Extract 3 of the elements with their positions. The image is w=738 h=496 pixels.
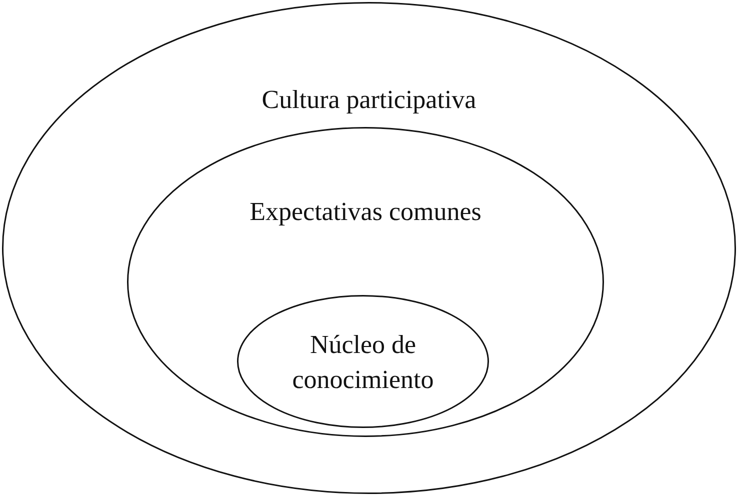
region-label: Cultura participativa <box>260 84 478 116</box>
region-label: Expectativas comunes <box>248 196 482 228</box>
region-label: Núcleo de conocimiento <box>291 329 435 396</box>
